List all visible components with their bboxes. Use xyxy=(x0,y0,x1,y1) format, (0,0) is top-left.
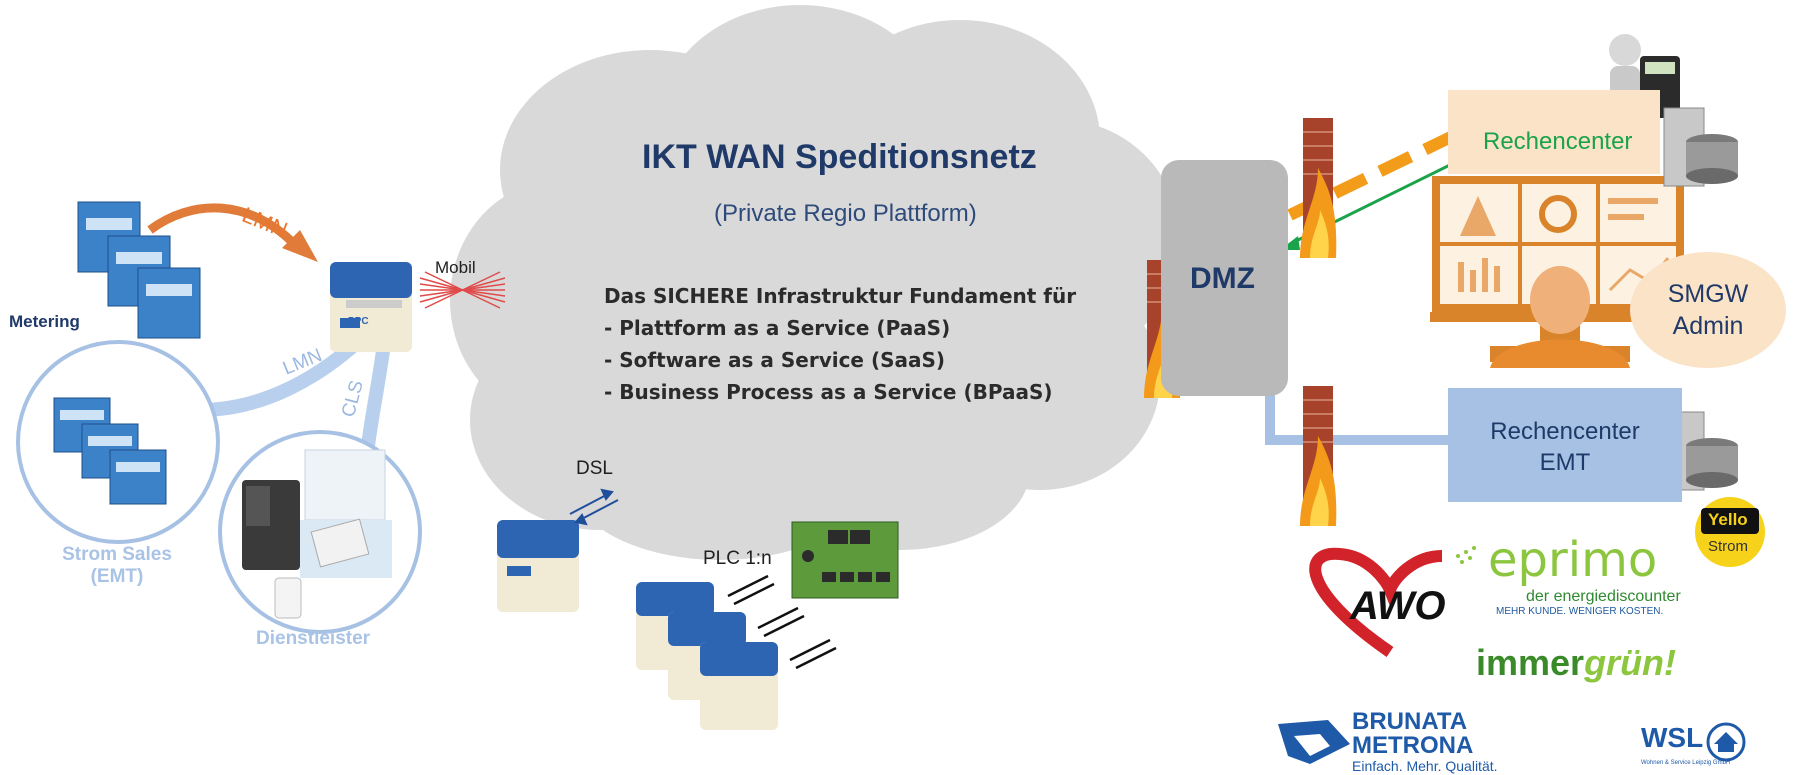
brunata-line1: BRUNATA xyxy=(1352,708,1468,735)
plc-arrows xyxy=(727,574,837,670)
yello-badge xyxy=(1701,508,1759,534)
rechencenter-label: Rechencenter xyxy=(1483,128,1633,155)
brunata-line3: Einfach. Mehr. Qualität. xyxy=(1352,758,1498,774)
dmz-connector-lines xyxy=(1265,390,1452,445)
cloud-subtitle: (Private Regio Plattform) xyxy=(714,200,977,227)
awo-heart-logo xyxy=(1309,547,1443,657)
strom-sales-line1: Strom Sales xyxy=(62,544,172,565)
bullet-paas: - Plattform as a Service (PaaS) xyxy=(604,316,951,340)
dsl-gateway xyxy=(497,520,579,612)
meter-group-top xyxy=(77,201,201,339)
yello-logo-text: Yello xyxy=(1708,510,1748,529)
rechencenter-emt-label: Rechencenter EMT xyxy=(1470,416,1660,478)
brunata-logo-mark xyxy=(1278,720,1350,764)
wsl-logo-text: WSL xyxy=(1641,722,1704,753)
lmn-arrowhead-top xyxy=(282,230,318,262)
smgw-admin-bubble xyxy=(1630,252,1786,368)
plc-board xyxy=(791,521,899,599)
plc-label: PLC 1:n xyxy=(703,548,772,569)
smgw-admin-label: SMGW Admin xyxy=(1640,278,1776,342)
eprimo-tagline2: MEHR KUNDE. WENIGER KOSTEN. xyxy=(1496,606,1664,617)
awo-logo-text: AWO xyxy=(1350,584,1446,628)
immergruen-part1: immer xyxy=(1476,642,1585,683)
cloud-title: IKT WAN Speditionsnetz xyxy=(642,138,1037,176)
eprimo-tagline1: der energiediscounter xyxy=(1526,588,1681,605)
smart-meter-gateway-main xyxy=(330,262,412,352)
dsl-label: DSL xyxy=(576,458,613,479)
dmz-label: DMZ xyxy=(1190,262,1255,295)
cloud-shape xyxy=(450,5,1180,560)
brunata-logo-text: BRUNATA METRONA Einfach. Mehr. Qualität. xyxy=(1352,708,1498,775)
bullet-intro: Das SICHERE Infrastruktur Fundament für xyxy=(604,284,1077,308)
strom-sales-label: Strom Sales (EMT) xyxy=(42,544,192,588)
eprimo-dots xyxy=(1456,546,1476,564)
rechencenter-box xyxy=(1448,90,1660,174)
strom-sales-line2: (EMT) xyxy=(90,566,144,587)
plc-gateways xyxy=(636,582,778,730)
firewall-bottom xyxy=(1300,386,1337,526)
dienstleister-devices xyxy=(242,449,392,619)
wsl-tagline: Wohnen & Service Leipzig GmbH xyxy=(1641,760,1731,766)
meter-group-sales xyxy=(53,397,167,505)
smgw-line2: Admin xyxy=(1672,312,1744,340)
mobil-label: Mobil xyxy=(435,258,476,277)
brunata-line2: METRONA xyxy=(1352,732,1474,759)
rc-emt-line2: EMT xyxy=(1539,449,1591,476)
firewall-top xyxy=(1300,118,1337,258)
cloud-bullets: Das SICHERE Infrastruktur Fundament für … xyxy=(604,280,1076,408)
dsl-arrows xyxy=(569,488,619,526)
rechencenter-emt-box xyxy=(1448,388,1682,502)
dmz-box xyxy=(1161,160,1288,396)
server-icon-top xyxy=(1663,107,1738,187)
mobil-signal-icon xyxy=(419,271,506,309)
bullet-saas: - Software as a Service (SaaS) xyxy=(604,348,946,372)
immergruen-logo: immergrün! xyxy=(1476,642,1676,684)
immergruen-part2: grün! xyxy=(1584,642,1677,683)
smgw-line1: SMGW xyxy=(1667,280,1749,308)
wsl-house-icon xyxy=(1706,722,1746,762)
eprimo-logo-text: eprimo xyxy=(1488,532,1658,588)
gateway-brand: PPC xyxy=(348,316,369,327)
lmn-arrow-top xyxy=(147,203,304,254)
metering-label: Metering xyxy=(9,312,80,331)
bullet-bpaas: - Business Process as a Service (BPaaS) xyxy=(604,380,1053,404)
dienstleister-label: Dienstleister xyxy=(256,628,371,649)
rc-emt-line1: Rechencenter xyxy=(1490,418,1640,445)
yello-strom-text: Strom xyxy=(1708,538,1749,555)
admin-person xyxy=(1490,266,1630,368)
